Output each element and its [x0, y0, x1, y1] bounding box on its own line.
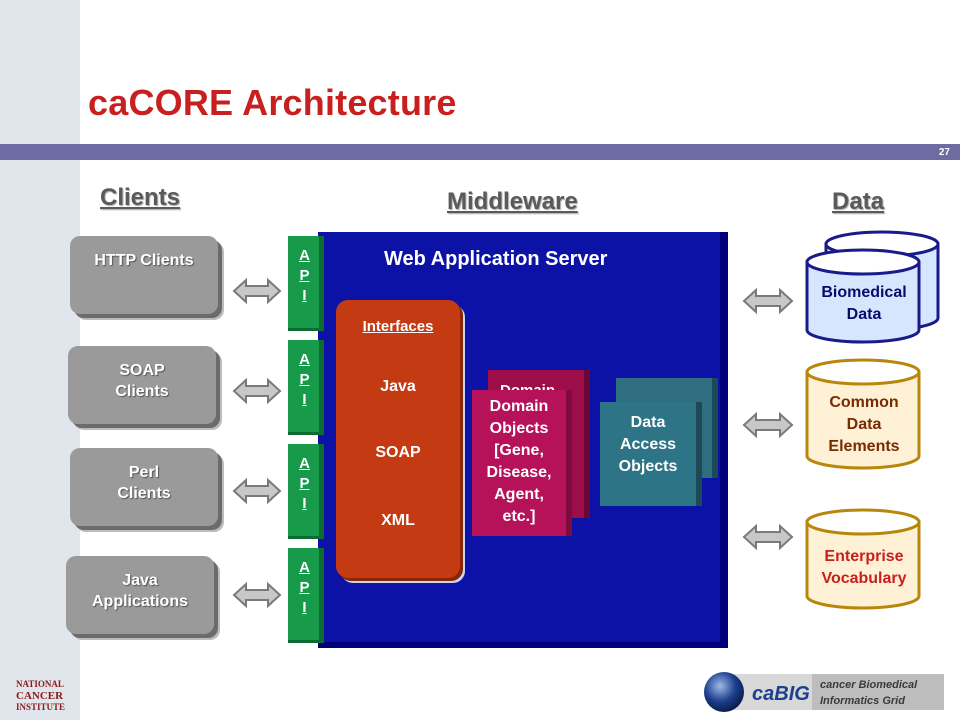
dao-line: Objects: [618, 458, 678, 475]
domain-line: Domain: [489, 398, 549, 415]
client-java-line2: Applications: [91, 593, 188, 610]
svg-text:NATIONAL: NATIONAL: [16, 679, 64, 689]
interfaces-panel: Interfaces Java SOAP XML: [336, 300, 460, 578]
cabig-logo: caBIG cancer Biomedical Informatics Grid: [704, 672, 944, 712]
database-icon: [805, 230, 940, 344]
domain-line: Objects: [489, 420, 549, 437]
domain-line: Disease,: [486, 464, 552, 481]
api-letter: I: [302, 391, 307, 408]
double-arrow-icon: [232, 377, 282, 405]
svg-text:INSTITUTE: INSTITUTE: [16, 702, 65, 712]
svg-text:Informatics Grid: Informatics Grid: [820, 695, 905, 707]
client-java: Java Applications: [66, 556, 214, 634]
common-data-elements-label: Common Data Elements: [808, 392, 920, 458]
client-http-label: HTTP Clients: [94, 252, 194, 269]
client-http: HTTP Clients: [70, 236, 218, 314]
double-arrow-icon: [232, 477, 282, 505]
client-perl: Perl Clients: [70, 448, 218, 526]
enterprise-vocabulary-label: Enterprise Vocabulary: [808, 546, 920, 590]
api-letter: A: [299, 247, 310, 264]
domain-objects-card: Domain Objects [Gene, Disease, Agent, et…: [472, 390, 572, 536]
biomedical-data-label: Biomedical Data: [808, 282, 920, 326]
data-store-line: Biomedical: [821, 284, 907, 301]
double-arrow-icon: [742, 411, 794, 439]
data-store-line: Common: [829, 394, 899, 411]
data-store-line: Enterprise: [824, 548, 904, 565]
api-tab-4: A P I: [288, 548, 324, 640]
database-icon: [805, 358, 921, 470]
database-icon: [805, 508, 921, 610]
api-letter: P: [299, 579, 310, 596]
slide-title: caCORE Architecture: [88, 82, 457, 123]
interface-xml: XML: [381, 512, 415, 529]
double-arrow-icon: [742, 523, 794, 551]
api-letter: A: [299, 455, 310, 472]
svg-text:CANCER: CANCER: [16, 690, 64, 702]
api-tab-2: A P I: [288, 340, 324, 432]
api-letter: P: [299, 371, 310, 388]
client-java-line1: Java: [122, 572, 158, 589]
api-letter: A: [299, 351, 310, 368]
data-store-line: Vocabulary: [821, 570, 907, 587]
page-number: 27: [938, 147, 950, 158]
api-letter: I: [302, 287, 307, 304]
nci-logo: NATIONAL CANCER INSTITUTE: [16, 679, 65, 712]
double-arrow-icon: [232, 581, 282, 609]
interface-java: Java: [380, 378, 416, 395]
data-access-objects-card: Data Access Objects: [600, 402, 702, 506]
data-store-line: Elements: [828, 438, 900, 455]
client-perl-line2: Clients: [117, 485, 171, 502]
api-tab-1: A P I: [288, 236, 324, 328]
double-arrow-icon: [742, 287, 794, 315]
client-soap: SOAP Clients: [68, 346, 216, 424]
web-server-title: Web Application Server: [384, 248, 608, 270]
svg-text:cancer Biomedical: cancer Biomedical: [820, 679, 918, 691]
data-store-line: Data: [846, 416, 882, 433]
dao-line: Data: [630, 414, 666, 431]
domain-line: etc.]: [502, 508, 536, 525]
api-letter: I: [302, 495, 307, 512]
domain-line: Agent,: [494, 486, 544, 503]
double-arrow-icon: [232, 277, 282, 305]
client-perl-line1: Perl: [128, 464, 160, 481]
interface-soap: SOAP: [375, 444, 421, 461]
interfaces-title: Interfaces: [362, 318, 434, 335]
domain-line: [Gene,: [494, 442, 544, 459]
svg-text:caBIG: caBIG: [752, 683, 810, 705]
data-heading: Data: [832, 188, 885, 215]
title-bar: [0, 144, 960, 160]
api-letter: I: [302, 599, 307, 616]
dao-line: Access: [619, 436, 677, 453]
clients-heading: Clients: [100, 184, 181, 211]
client-soap-line1: SOAP: [119, 362, 165, 379]
data-store-line: Data: [846, 306, 882, 323]
api-letter: P: [299, 475, 310, 492]
api-letter: A: [299, 559, 310, 576]
middleware-heading: Middleware: [447, 188, 578, 215]
api-tab-3: A P I: [288, 444, 324, 536]
client-soap-line2: Clients: [115, 383, 169, 400]
api-letter: P: [299, 267, 310, 284]
